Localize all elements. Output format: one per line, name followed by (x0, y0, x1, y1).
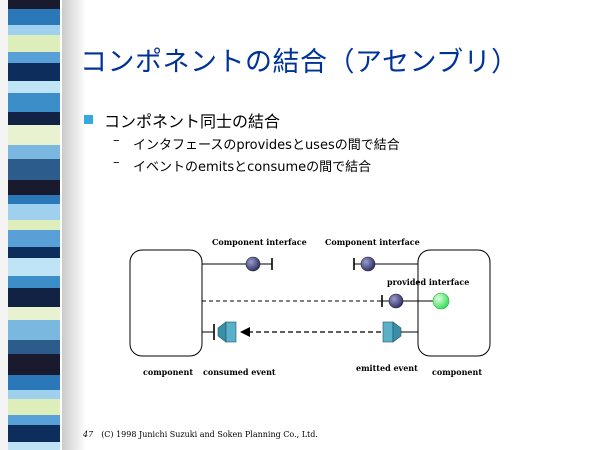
label-consumed-event: consumed event (203, 367, 276, 377)
component-left-box (129, 249, 203, 357)
label-emitted-event: emitted event (356, 363, 418, 373)
decorative-side-strip (0, 0, 60, 450)
strip-band (8, 307, 60, 320)
slide-title: コンポネントの結合（アセンブリ） (80, 47, 519, 78)
strip-band (8, 390, 60, 399)
strip-band (8, 195, 60, 204)
interface-ball-icon (388, 293, 404, 309)
strip-band (8, 180, 60, 195)
strip-band (8, 25, 60, 35)
strip-band (8, 63, 60, 81)
strip-band (8, 415, 60, 425)
event-sink-icon (217, 321, 237, 343)
strip-band (8, 125, 60, 145)
label-component-right: component (432, 367, 483, 377)
label-provided-interface: provided interface (387, 277, 470, 287)
strip-band (8, 93, 60, 112)
event-source-icon (382, 321, 402, 343)
page-number: 47 (83, 430, 94, 439)
strip-band (8, 0, 60, 9)
copyright-text: (C) 1998 Junichi Suzuki and Soken Planni… (101, 430, 318, 439)
bullet-level2-provides: インタフェースのprovidesとusesの間で結合 (133, 138, 400, 153)
strip-band (8, 230, 60, 247)
strip-band (8, 320, 60, 340)
bullet-level2-emits: イベントのemitsとconsumeの間で結合 (133, 160, 372, 175)
strip-band (8, 204, 60, 220)
strip-edge (0, 0, 8, 450)
strip-band (8, 288, 60, 307)
strip-band (8, 35, 60, 52)
strip-band (8, 375, 60, 390)
strip-band (8, 52, 60, 63)
strip-band (8, 354, 60, 375)
strip-band (8, 145, 60, 159)
component-right-box (417, 249, 491, 357)
interface-ball-icon (245, 256, 261, 272)
dash-marker: – (113, 155, 120, 170)
strip-band (8, 425, 60, 442)
strip-band (8, 258, 60, 276)
label-component-left: component (143, 367, 194, 377)
interface-ball-icon (360, 256, 376, 272)
bullet-level1: コンポネント同士の結合 (104, 112, 281, 131)
strip-band (8, 159, 60, 180)
dash-marker: – (113, 133, 120, 148)
strip-band (8, 340, 60, 354)
strip-band (8, 399, 60, 415)
label-component-interface-left: Component interface (212, 237, 307, 247)
strip-band (8, 112, 60, 125)
strip-band (8, 9, 60, 25)
bullet-square (84, 115, 93, 124)
strip-band (8, 220, 60, 230)
strip-band (8, 276, 60, 288)
strip-band (8, 442, 60, 450)
event-arrowhead (240, 327, 250, 337)
strip-band (8, 81, 60, 93)
label-component-interface-right: Component interface (325, 237, 420, 247)
provided-interface-ball-icon (432, 292, 450, 310)
strip-shadow (62, 0, 86, 450)
footer: 47 (C) 1998 Junichi Suzuki and Soken Plan… (83, 430, 318, 439)
strip-band (8, 247, 60, 258)
